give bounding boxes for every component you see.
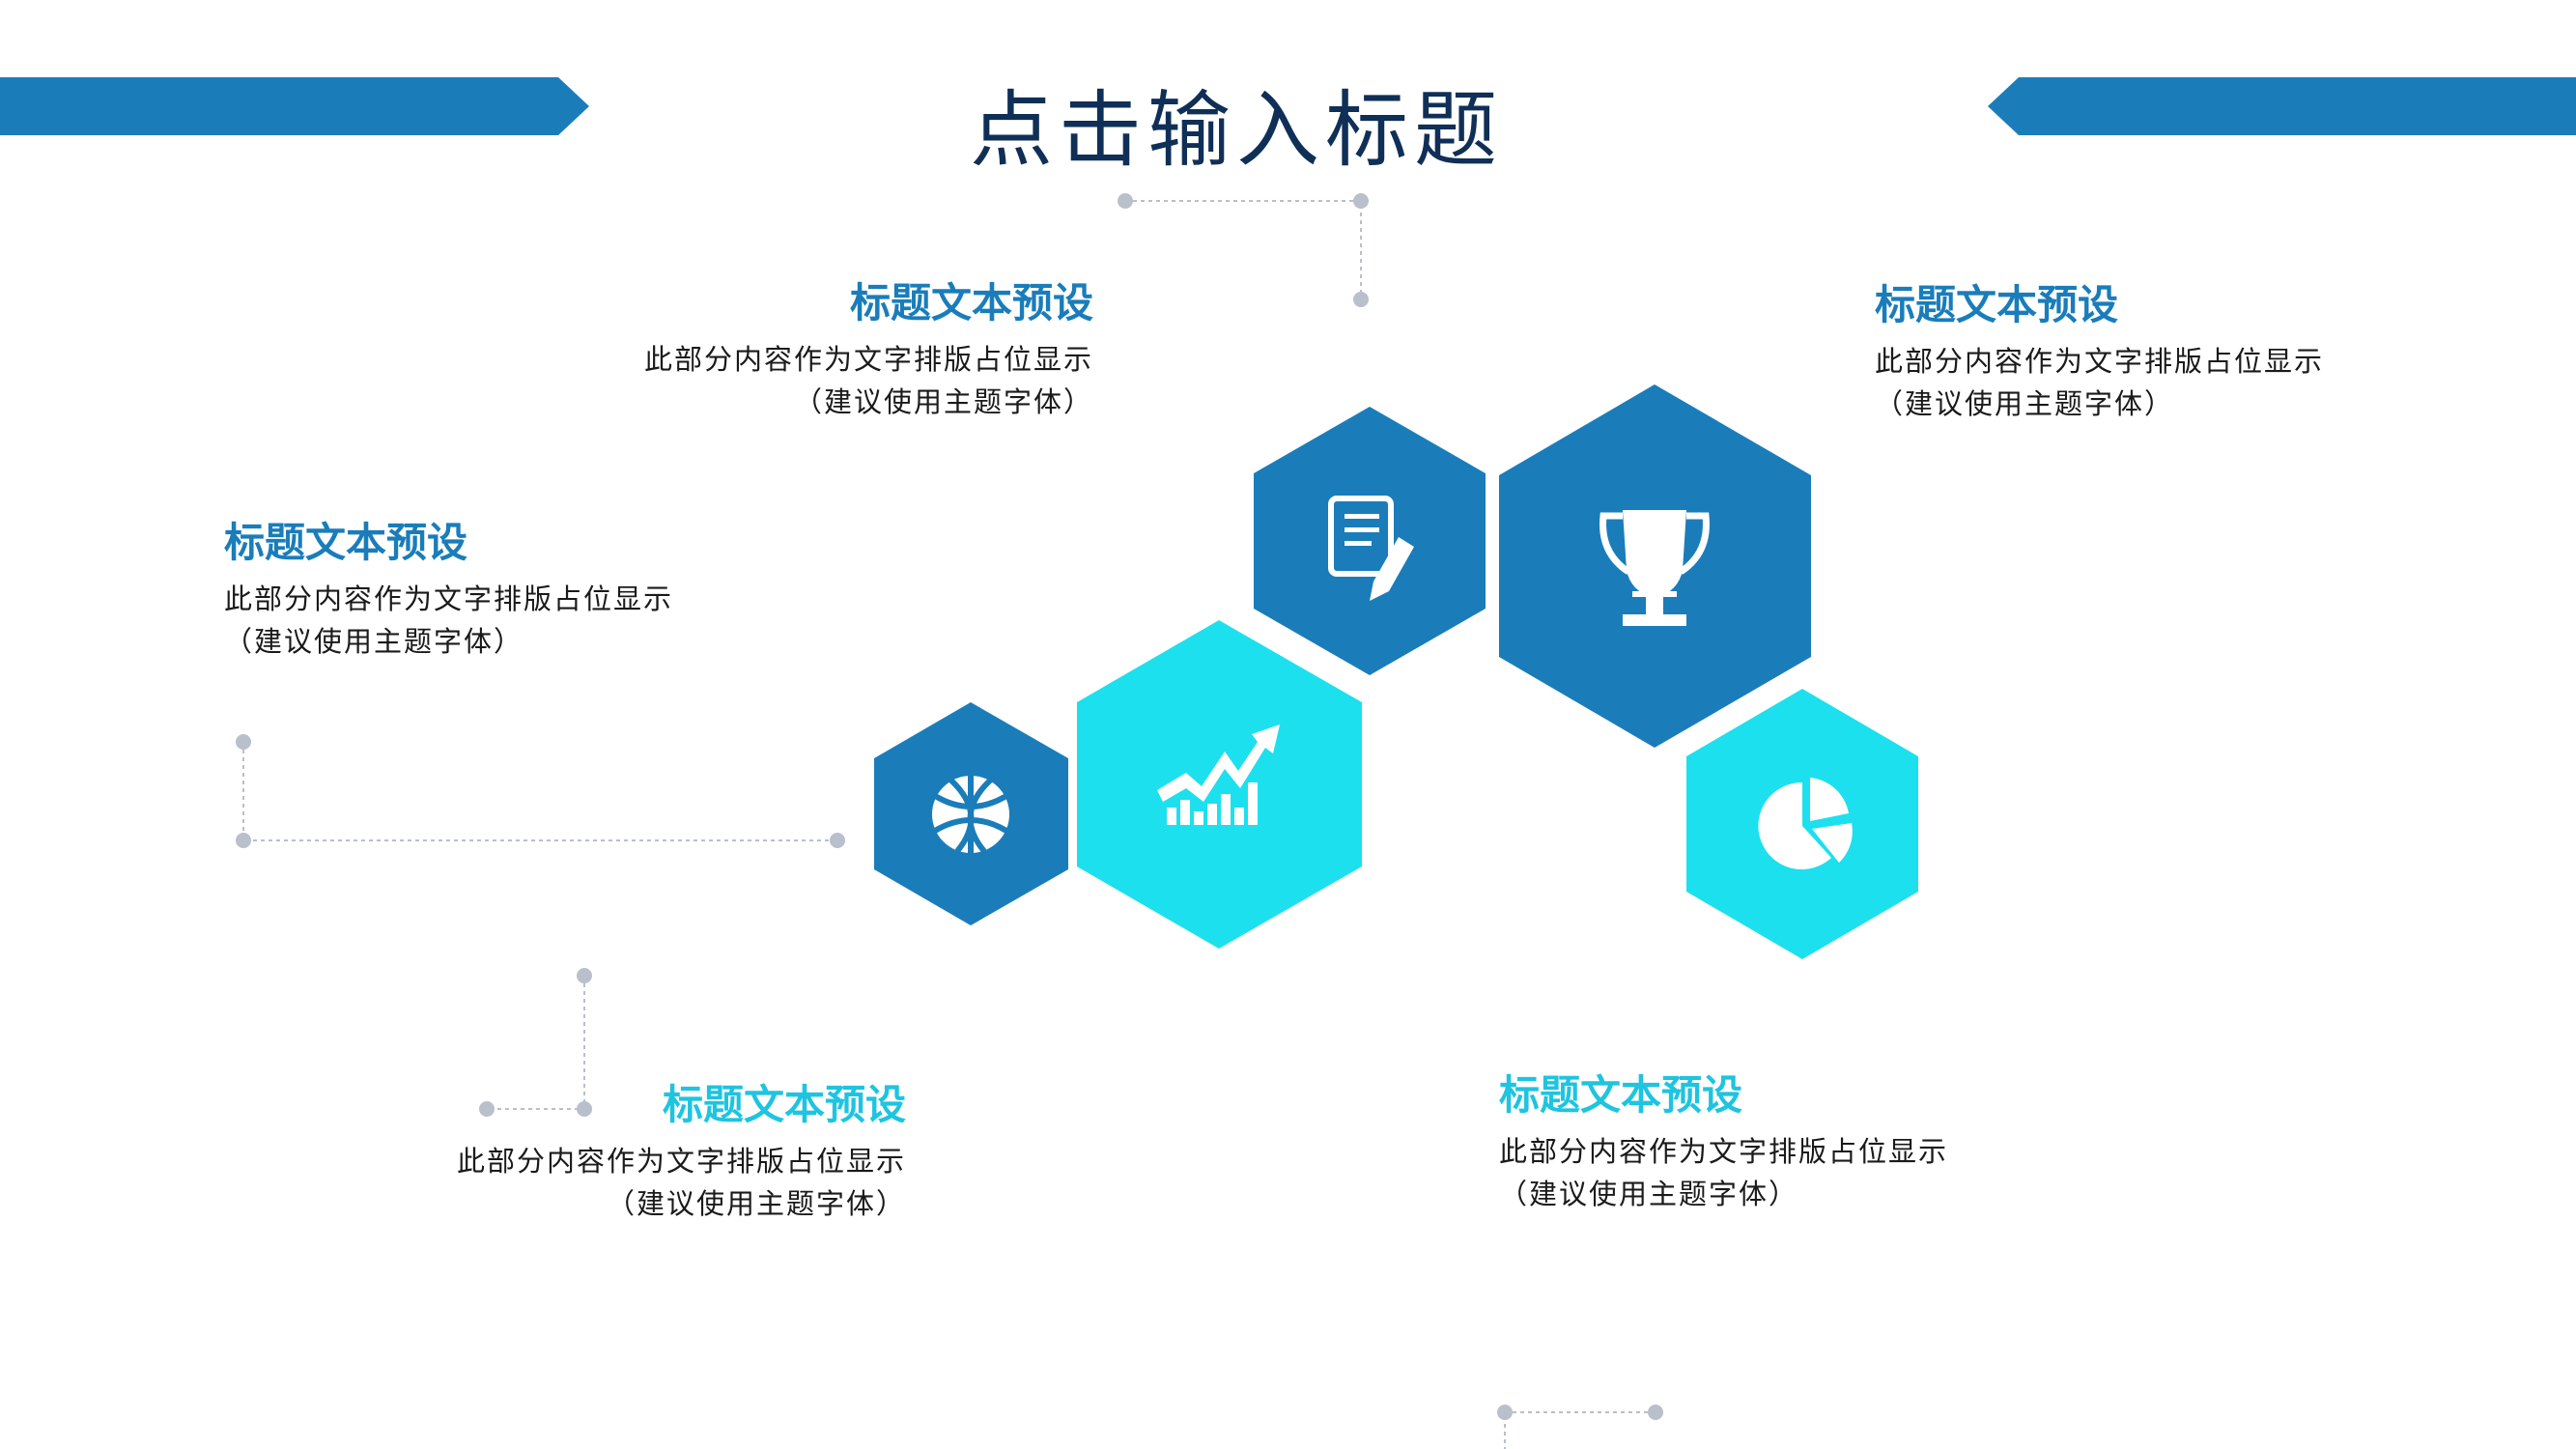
block-body-line1: 此部分内容作为文字排版占位显示: [1875, 345, 2325, 378]
hexagon-growth: [1077, 620, 1362, 949]
block-body-line2: （建议使用主题字体）: [1499, 1178, 1799, 1210]
block-body-line2: （建议使用主题字体）: [793, 385, 1093, 418]
page-title: 点击输入标题: [970, 82, 1503, 179]
connector-bottom-left-dots: [479, 968, 592, 1117]
block-heading: 标题文本预设: [1875, 281, 2119, 328]
right-header-banner: [1988, 77, 2576, 135]
text-block-mid-left: 标题文本预设 此部分内容作为文字排版占位显示 （建议使用主题字体）: [224, 518, 765, 663]
block-body-line2: （建议使用主题字体）: [606, 1187, 906, 1220]
block-body-line2: （建议使用主题字体）: [1875, 387, 2175, 420]
pie-chart-icon: [1758, 778, 1853, 869]
connector-left: [242, 742, 837, 841]
hexagon-document: [1254, 407, 1486, 675]
left-header-banner: [0, 77, 589, 135]
connector-bottom-right: [1504, 1411, 1656, 1449]
block-body-line1: 此部分内容作为文字排版占位显示: [224, 582, 674, 615]
connector-bottom-right-dots: [1497, 1405, 1663, 1420]
block-body-line1: 此部分内容作为文字排版占位显示: [456, 1145, 906, 1178]
block-heading: 标题文本预设: [1499, 1071, 1743, 1119]
text-block-top-left: 标题文本预设 此部分内容作为文字排版占位显示 （建议使用主题字体）: [552, 278, 1093, 423]
block-body-line1: 此部分内容作为文字排版占位显示: [1499, 1135, 1949, 1168]
hexagon-pie: [1686, 689, 1918, 959]
connector-left-dots: [236, 734, 845, 848]
connector-title: [1125, 200, 1362, 299]
text-block-bottom-right: 标题文本预设 此部分内容作为文字排版占位显示 （建议使用主题字体）: [1499, 1070, 2040, 1215]
connector-title-dots: [1118, 193, 1369, 307]
growth-chart-icon: [1157, 724, 1280, 825]
document-edit-icon: [1328, 496, 1414, 601]
trophy-icon: [1599, 510, 1710, 626]
hexagon-basketball: [874, 702, 1068, 925]
block-heading: 标题文本预设: [224, 519, 468, 566]
block-body-line1: 此部分内容作为文字排版占位显示: [643, 343, 1093, 376]
text-block-bottom-left: 标题文本预设 此部分内容作为文字排版占位显示 （建议使用主题字体）: [365, 1080, 906, 1225]
basketball-icon: [932, 773, 1009, 856]
text-block-top-right: 标题文本预设 此部分内容作为文字排版占位显示 （建议使用主题字体）: [1875, 280, 2416, 425]
block-heading: 标题文本预设: [662, 1081, 906, 1128]
block-heading: 标题文本预设: [849, 279, 1093, 327]
block-body-line2: （建议使用主题字体）: [224, 625, 524, 658]
hexagon-trophy: [1499, 384, 1811, 748]
